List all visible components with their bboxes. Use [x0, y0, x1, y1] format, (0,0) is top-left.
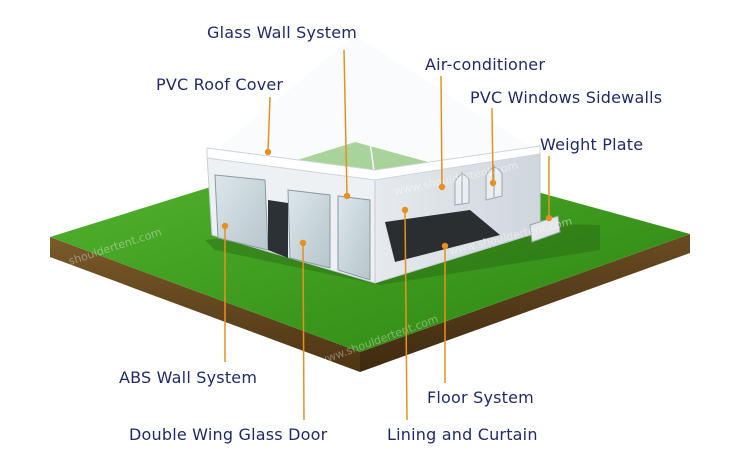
- label-pvc-windows-sidewalls: PVC Windows Sidewalls: [470, 88, 663, 107]
- front-glass-door: [287, 189, 331, 269]
- leader-dot-lining-curtain: [401, 206, 409, 214]
- interior-floor: [385, 210, 500, 262]
- leader-roof-cover: [267, 96, 271, 153]
- dark-interior: [268, 200, 288, 258]
- front-glass-right: [337, 195, 371, 281]
- label-glass-wall-system: Glass Wall System: [207, 23, 358, 42]
- leader-lining-curtain: [404, 209, 408, 421]
- label-floor-system: Floor System: [427, 388, 534, 407]
- leader-glass-wall: [343, 49, 348, 197]
- soil-front-left: [50, 237, 360, 372]
- label-air-conditioner: Air-conditioner: [425, 55, 546, 74]
- leader-dot-roof-cover: [264, 148, 272, 156]
- leader-dot-floor-system: [441, 242, 449, 250]
- roof-valance: [206, 145, 541, 181]
- soil-front-right: [360, 234, 690, 372]
- label-weight-plate: Weight Plate: [540, 135, 644, 154]
- leader-windows-sidewalls: [491, 107, 494, 184]
- leader-double-door: [302, 242, 305, 421]
- label-pvc-roof-cover: PVC Roof Cover: [156, 75, 284, 94]
- leader-dot-air-conditioner: [438, 183, 446, 191]
- roof-cover: [210, 35, 540, 178]
- tent: [206, 34, 561, 284]
- leader-lines: [221, 49, 553, 421]
- leader-dot-glass-wall: [343, 192, 351, 200]
- front-glass-left: [214, 174, 269, 251]
- label-double-wing-glass-door: Double Wing Glass Door: [129, 425, 328, 444]
- leader-air-conditioner: [440, 75, 443, 188]
- leader-dot-weight-plate: [545, 214, 553, 222]
- leader-dot-abs-wall: [221, 222, 229, 230]
- leader-dot-windows-sidewalls: [489, 179, 497, 187]
- label-abs-wall-system: ABS Wall System: [119, 368, 258, 387]
- leader-dot-double-door: [299, 239, 307, 247]
- label-lining-and-curtain: Lining and Curtain: [387, 425, 538, 444]
